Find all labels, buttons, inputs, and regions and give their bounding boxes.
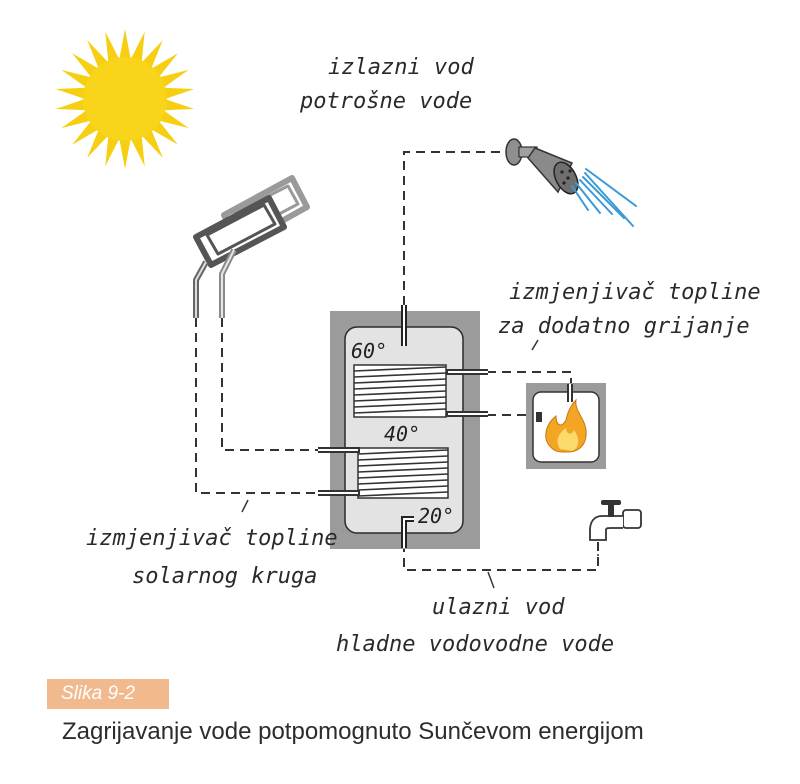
inlet-label-line2: hladne vodovodne vode bbox=[336, 632, 614, 657]
solar-heat-exchanger-coil bbox=[318, 447, 449, 499]
solar-exchanger-label-line2: solarnog kruga bbox=[132, 564, 317, 589]
solar-exchanger-label-line1: izmjenjivač topline bbox=[86, 526, 338, 551]
temperature-bottom: 20° bbox=[418, 504, 454, 528]
sun-icon bbox=[55, 29, 195, 169]
boiler-flame-icon bbox=[526, 383, 606, 469]
storage-tank: 60° 40° 20° bbox=[318, 305, 488, 549]
solar-loop-pipe-lower bbox=[195, 318, 318, 494]
outlet-label-line2: potrošne vode bbox=[299, 89, 472, 114]
figure-number-badge: Slika 9-2 bbox=[47, 679, 169, 709]
aux-exchanger-label-line1: izmjenjivač topline bbox=[509, 280, 761, 305]
label-leaders bbox=[241, 339, 539, 589]
temperature-top: 60° bbox=[351, 339, 387, 363]
aux-heat-exchanger-coil bbox=[353, 364, 488, 418]
temperature-middle: 40° bbox=[384, 422, 420, 446]
inlet-label-line1: ulazni vod bbox=[432, 595, 565, 620]
shower-head-icon bbox=[505, 138, 637, 227]
aux-heater-pipe-upper bbox=[487, 371, 572, 384]
water-tap-icon bbox=[589, 500, 642, 556]
diagram-labels: izlazni vod potrošne vode izmjenjivač to… bbox=[86, 55, 761, 657]
solar-water-heating-diagram: 60° 40° 20° bbox=[55, 29, 761, 657]
solar-collector-icon bbox=[193, 175, 310, 318]
outlet-label-line1: izlazni vod bbox=[328, 55, 474, 80]
solar-loop-pipe-upper bbox=[221, 318, 318, 451]
figure-caption: Zagrijavanje vode potpomognuto Sunčevom … bbox=[62, 718, 644, 745]
hot-water-outlet-pipe bbox=[403, 151, 510, 305]
aux-exchanger-label-line2: za dodatno grijanje bbox=[498, 314, 750, 339]
